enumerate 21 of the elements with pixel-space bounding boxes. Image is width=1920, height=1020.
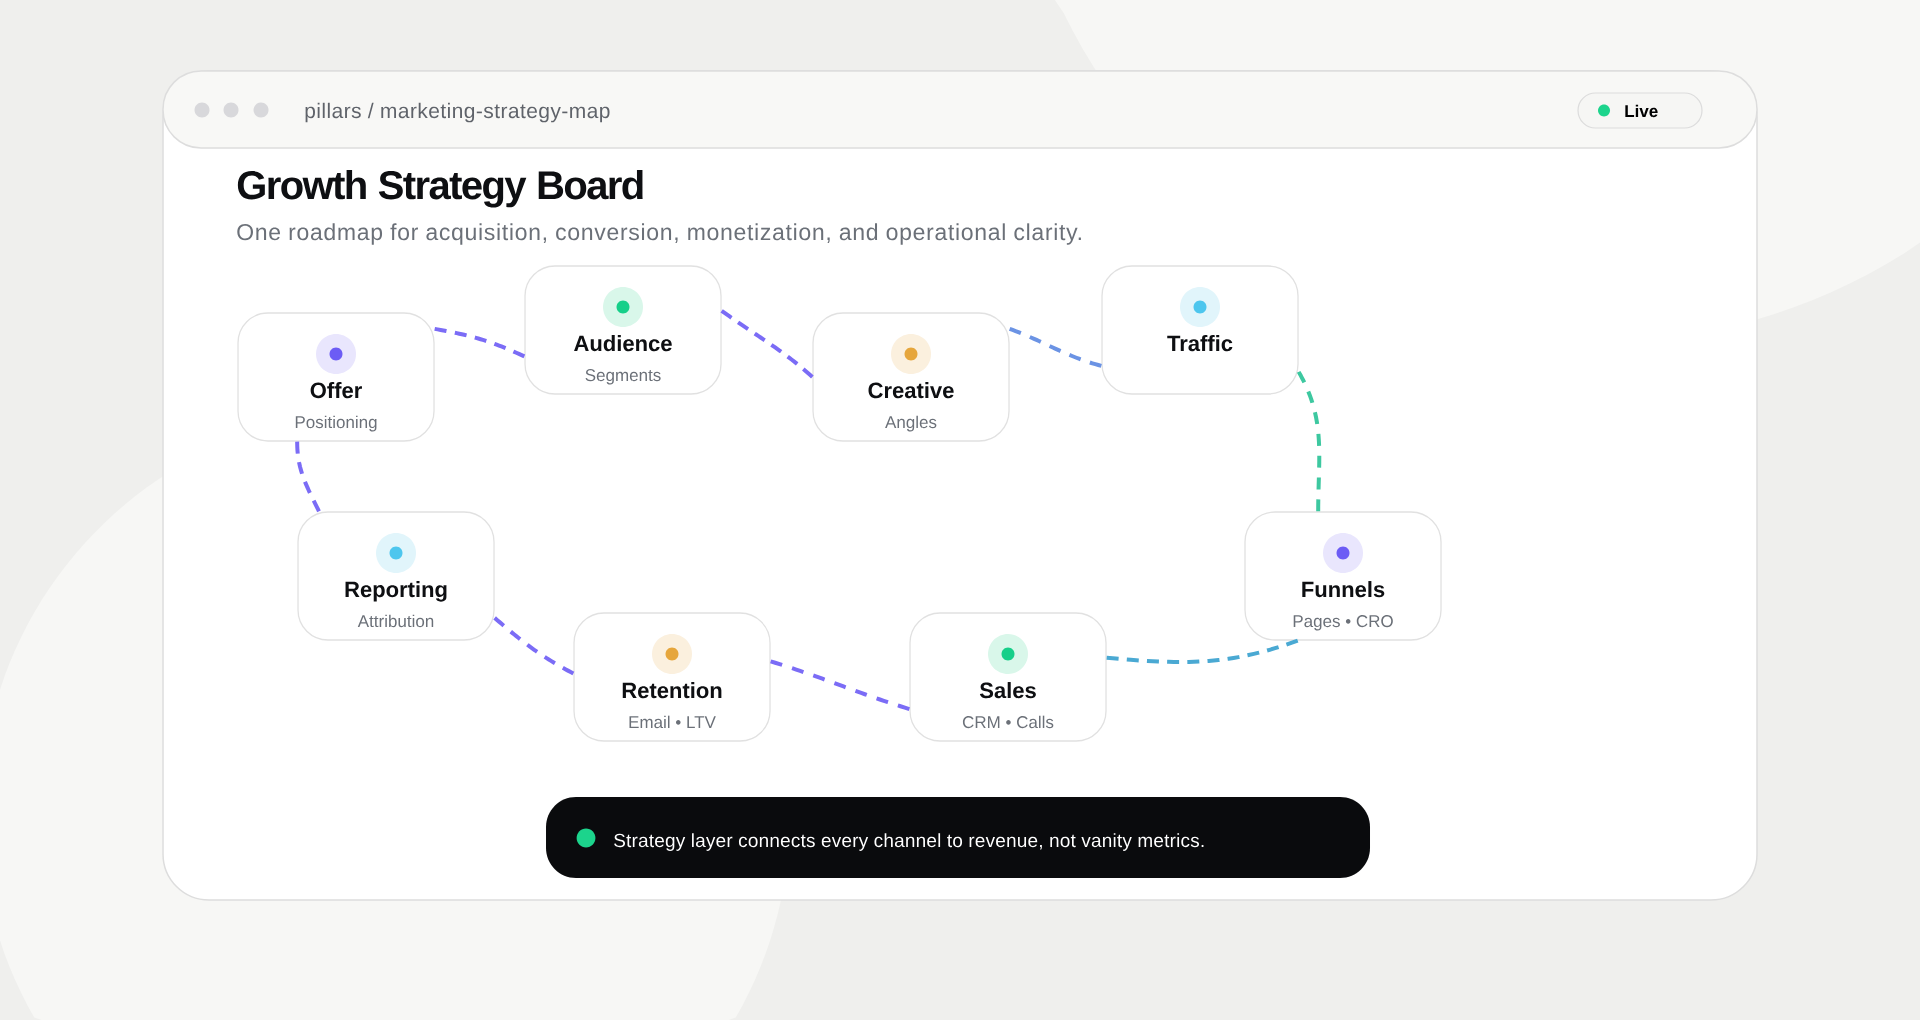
pillar-card: Creative Angles — [812, 312, 1010, 442]
connector — [434, 326, 526, 359]
pillar-card: Sales CRM • Calls — [909, 612, 1107, 742]
pillar-card: Funnels Pages • CRO — [1244, 511, 1442, 641]
connector — [770, 659, 910, 711]
pillar-card: Audience Segments — [524, 265, 722, 395]
subtitle: One roadmap for acquisition, conversion, monetization, and operational clarity. — [237, 223, 1081, 245]
title: Growth Strategy Board — [237, 170, 643, 208]
pillar-card: Traffic — [1101, 265, 1299, 395]
connector — [493, 616, 575, 676]
pillar-card: Offer Positioning — [237, 312, 435, 442]
connector — [1296, 370, 1322, 512]
callout-banner: Strategy layer connects every channel to revenue, not vanity metrics. — [546, 797, 1370, 878]
connector — [1008, 327, 1102, 368]
status-pill: Live — [1577, 92, 1703, 129]
connector — [295, 441, 321, 513]
breadcrumb: pillars / marketing-strategy-map — [305, 102, 610, 123]
pillar-card: Retention Email • LTV — [573, 612, 771, 742]
pillar-card: Reporting Attribution — [297, 511, 495, 641]
connector — [720, 309, 814, 379]
connector — [1106, 638, 1299, 665]
